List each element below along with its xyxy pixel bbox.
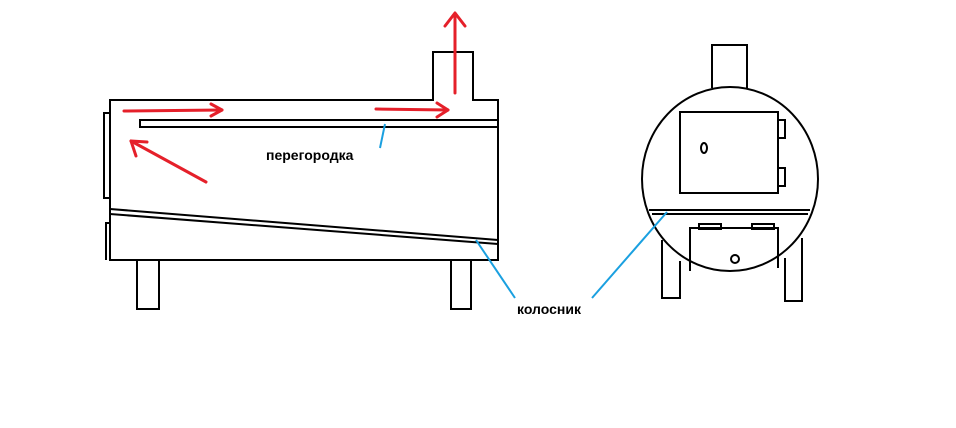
flow-arrow-top-left — [122, 102, 224, 118]
grate-bottom-line — [109, 213, 499, 245]
leg-right — [450, 260, 472, 310]
grate-label: колосник — [517, 301, 582, 317]
front-leg-left — [661, 240, 681, 299]
partition-plate — [139, 119, 499, 128]
fire-door — [679, 111, 779, 194]
flow-arrow-top-right — [374, 101, 450, 119]
door-panel — [103, 112, 110, 199]
ash-door-handle — [730, 254, 740, 264]
stove-body — [109, 51, 499, 261]
leg-left — [136, 260, 160, 310]
drum-outline — [641, 86, 819, 272]
fire-door-hinge-top — [777, 119, 786, 139]
partition-label: перегородка — [266, 147, 354, 163]
front-view — [641, 44, 819, 302]
front-leg-right — [784, 238, 803, 302]
fire-door-hinge-bottom — [777, 167, 786, 187]
ash-door-panel — [105, 222, 110, 260]
ash-door-hinge-left — [698, 223, 722, 230]
flow-arrow-chimney — [443, 11, 467, 95]
side-view — [103, 11, 499, 310]
fire-door-handle — [700, 142, 708, 154]
grate-leader-front — [591, 211, 668, 299]
ash-door-hinge-right — [751, 223, 775, 230]
leader-lines — [379, 123, 668, 299]
grate-top-line — [109, 208, 499, 241]
chimney — [711, 44, 748, 88]
ash-door — [689, 227, 779, 271]
grate-leader-side — [475, 239, 516, 299]
flow-arrow-return — [129, 139, 208, 184]
partition-leader — [379, 123, 386, 149]
